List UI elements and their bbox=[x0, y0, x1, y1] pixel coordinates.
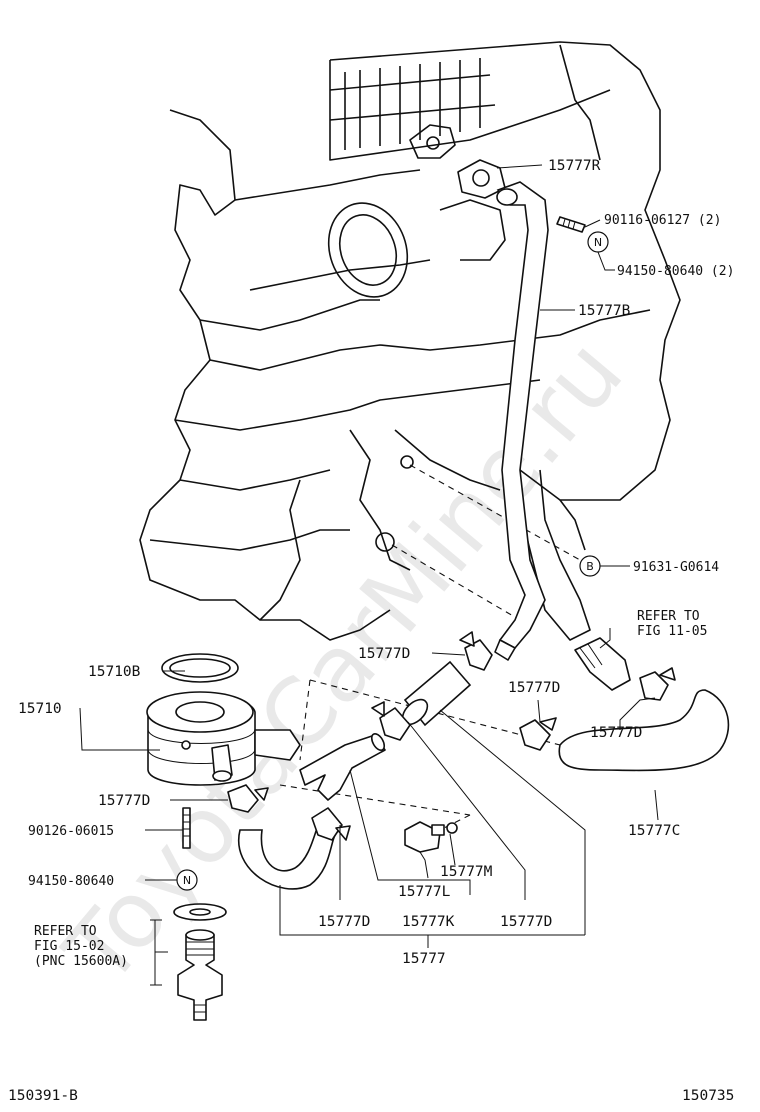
oil-cooler-15710 bbox=[146, 691, 301, 786]
footer-right-code: 150735 bbox=[682, 1088, 734, 1104]
label-90126-06015: 90126-06015 bbox=[28, 824, 114, 839]
drain-valve-15777m bbox=[404, 821, 458, 853]
clamp-short-hose bbox=[371, 701, 411, 741]
label-94150-80640: 94150-80640 bbox=[28, 874, 114, 889]
label-refer-15-line1: REFER TO bbox=[34, 924, 97, 939]
clamp-lower bbox=[311, 807, 351, 841]
clamp-15777d-top bbox=[459, 631, 493, 671]
label-94150-80640-2: 94150-80640 (2) bbox=[617, 264, 734, 279]
label-refer-15-line2: FIG 15-02 bbox=[34, 939, 104, 954]
hose-15777c bbox=[558, 689, 730, 772]
label-15777d-lower-right: 15777D bbox=[500, 914, 552, 930]
gasket-15777r bbox=[457, 159, 506, 199]
label-15777d-left: 15777D bbox=[98, 793, 150, 809]
label-15777d-top: 15777D bbox=[358, 646, 410, 662]
gasket-15710b bbox=[161, 653, 239, 683]
guide-lines bbox=[279, 464, 581, 831]
clamp-15777d-right bbox=[639, 667, 676, 701]
watermark: ToyotaCarMine.ru bbox=[44, 320, 643, 1005]
label-15777: 15777 bbox=[402, 951, 446, 967]
label-refer-11-line1: REFER TO bbox=[637, 609, 700, 624]
stud-90116 bbox=[556, 216, 586, 233]
label-refer-15-line3: (PNC 15600A) bbox=[34, 954, 128, 969]
label-91631-g0614: 91631-G0614 bbox=[633, 560, 719, 575]
stud-90126 bbox=[182, 807, 191, 849]
tee-fitting bbox=[299, 733, 386, 801]
union-bolt bbox=[177, 929, 223, 1021]
n-mark-nut-lower: N bbox=[176, 869, 198, 891]
label-15777c: 15777C bbox=[628, 823, 680, 839]
label-refer-11-line2: FIG 11-05 bbox=[637, 624, 707, 639]
clamp-15777d-left bbox=[227, 784, 269, 813]
washer bbox=[173, 903, 227, 921]
label-15777d-mid: 15777D bbox=[508, 680, 560, 696]
n-mark-text-lower: N bbox=[183, 874, 191, 887]
part-labels: 15777R 90116-06127 (2) 94150-80640 (2) 1… bbox=[18, 158, 734, 969]
label-15777d-lower: 15777D bbox=[318, 914, 370, 930]
n-mark-text: N bbox=[594, 236, 602, 249]
b-mark-text: B bbox=[586, 560, 594, 573]
label-90116-06127: 90116-06127 (2) bbox=[604, 213, 721, 228]
union-fitting bbox=[574, 637, 631, 691]
footer-left-code: 150391-B bbox=[8, 1088, 78, 1104]
label-15710b: 15710B bbox=[88, 664, 141, 680]
n-mark-nut-upper: N bbox=[587, 231, 609, 253]
label-15777k: 15777K bbox=[402, 914, 455, 930]
pipe-15777b bbox=[494, 181, 549, 661]
label-15777l: 15777L bbox=[398, 884, 451, 900]
label-15777r: 15777R bbox=[548, 158, 601, 174]
b-mark: B bbox=[579, 555, 601, 577]
label-15777d-right: 15777D bbox=[590, 725, 642, 741]
label-15710: 15710 bbox=[18, 701, 62, 717]
clamp-15777d-mid bbox=[519, 717, 557, 751]
hose-center bbox=[401, 660, 472, 727]
engine-block bbox=[139, 41, 681, 641]
label-15777b: 15777B bbox=[578, 303, 631, 319]
label-15777m: 15777M bbox=[440, 864, 493, 880]
leader-lines bbox=[79, 164, 659, 986]
